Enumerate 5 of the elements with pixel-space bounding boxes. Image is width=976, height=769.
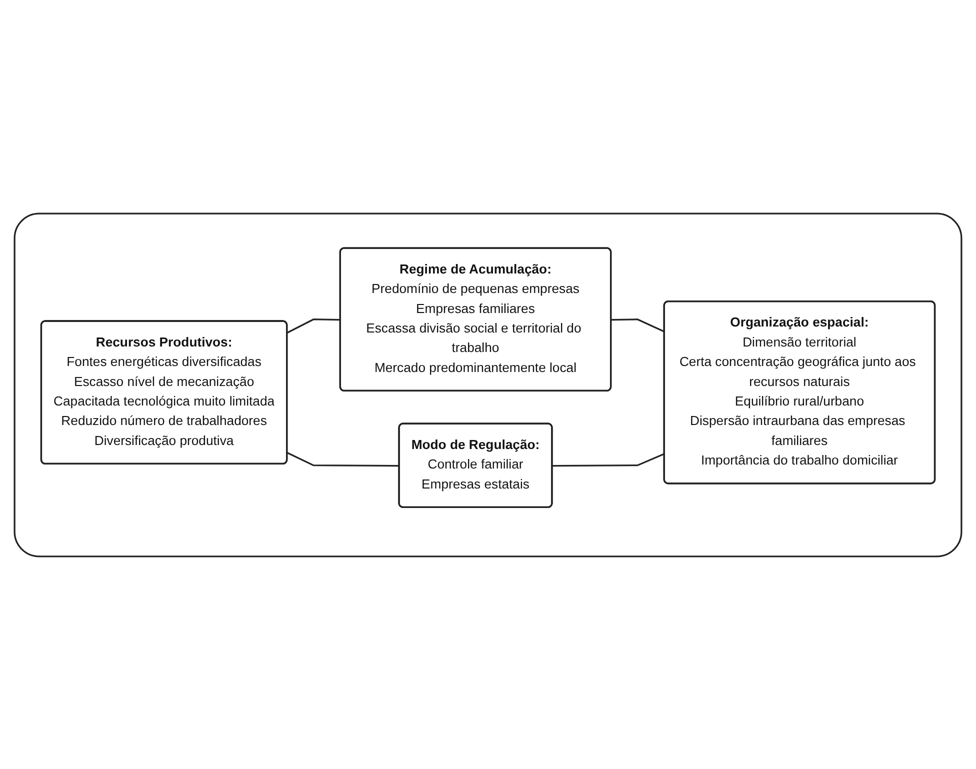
connector: [286, 452, 400, 466]
cluster: [14, 212, 962, 557]
connector: [286, 318, 341, 334]
connector: [611, 318, 665, 332]
connector: [552, 452, 665, 466]
